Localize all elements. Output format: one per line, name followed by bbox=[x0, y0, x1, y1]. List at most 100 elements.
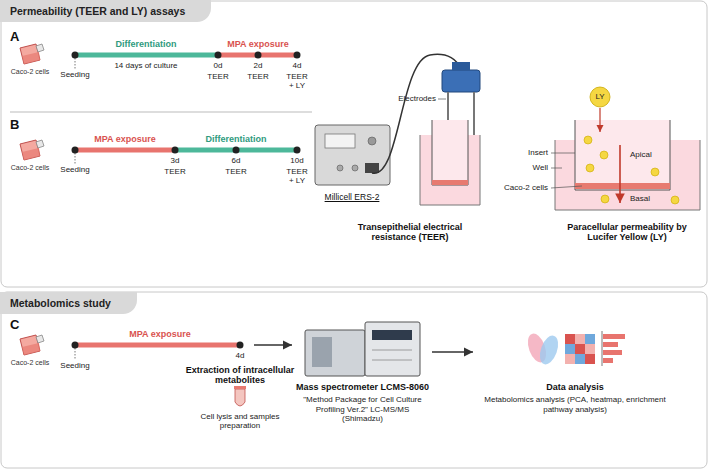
node-title: Permeability (TEER and LY) assays bbox=[10, 5, 185, 17]
analysis-icons bbox=[575, 344, 585, 354]
timeline-a bbox=[215, 52, 222, 59]
time-label: Seeding bbox=[55, 361, 95, 370]
mass-spectrometer-icon bbox=[372, 330, 412, 340]
ly-transwell bbox=[551, 168, 562, 169]
timeline-c bbox=[237, 342, 244, 349]
part-label: Caco-2 cells bbox=[488, 183, 548, 192]
teer-well bbox=[432, 120, 468, 185]
phase-label: MPA exposure bbox=[85, 134, 165, 144]
ly-transwell bbox=[671, 196, 679, 204]
timeline-a bbox=[294, 52, 301, 59]
analysis-icons bbox=[565, 354, 575, 364]
teer-meter bbox=[325, 134, 355, 148]
timeline-b bbox=[233, 147, 240, 154]
time-label: 2d bbox=[247, 61, 269, 70]
mass-spectrometer-icon bbox=[372, 360, 412, 361]
caption-text: Paracellular permeability by Lucifer Yel… bbox=[556, 222, 698, 243]
timeline-c bbox=[75, 343, 240, 348]
electrode-probe bbox=[452, 62, 470, 70]
analysis-icons bbox=[575, 334, 585, 344]
measure-label: TEER + LY bbox=[284, 72, 310, 90]
analysis-icons bbox=[585, 344, 595, 354]
device-label: Millicell ERS-2 bbox=[312, 193, 392, 203]
measure-label: TEER bbox=[220, 167, 252, 176]
phase-label: Differentiation bbox=[101, 39, 191, 49]
teer-meter bbox=[368, 137, 376, 145]
mass-spectrometer-icon bbox=[305, 322, 420, 376]
analysis-icons bbox=[603, 342, 618, 347]
cell-label: Caco-2 cells bbox=[4, 68, 56, 76]
part-label: Electrodes bbox=[380, 94, 436, 103]
cell-label: Caco-2 cells bbox=[4, 164, 56, 172]
step-label: Cell lysis and samples preparation bbox=[190, 412, 290, 430]
ly-transwell bbox=[590, 87, 610, 107]
phase-label: Differentiation bbox=[191, 134, 281, 144]
panel-outline bbox=[10, 112, 312, 113]
teer-well bbox=[420, 120, 480, 205]
node-body: Metabolomics analysis (PCA, heatmap, enr… bbox=[475, 395, 675, 413]
tube-icon bbox=[235, 389, 245, 406]
ly-transwell bbox=[575, 120, 670, 190]
analysis-icons bbox=[602, 331, 603, 366]
analysis-icons bbox=[565, 334, 575, 344]
ly-transwell bbox=[575, 183, 670, 189]
mass-spectrometer-icon bbox=[305, 330, 365, 376]
timeline-c bbox=[20, 335, 44, 355]
analysis-icons bbox=[603, 358, 613, 363]
ly-transwell bbox=[551, 87, 700, 210]
teer-meter bbox=[315, 125, 390, 185]
measure-label: TEER bbox=[242, 72, 274, 81]
step-label: Extraction of intracellular metabolites bbox=[185, 365, 295, 386]
time-label: Seeding bbox=[55, 70, 95, 79]
mass-spectrometer-icon bbox=[365, 322, 420, 376]
timeline-c bbox=[72, 342, 79, 349]
timeline-c bbox=[75, 348, 76, 359]
part-label: Insert bbox=[504, 148, 548, 157]
ly-transwell bbox=[651, 168, 659, 176]
ly-transwell bbox=[619, 145, 621, 203]
time-label: 4d bbox=[286, 61, 308, 70]
part-label: Well bbox=[504, 163, 548, 172]
node-title: Mass spectrometer LCMS-8060 bbox=[295, 382, 430, 392]
side-label: Apical bbox=[630, 150, 668, 159]
timeline-a bbox=[20, 44, 44, 64]
time-label: 3d bbox=[164, 156, 186, 165]
mass-spectrometer-icon bbox=[372, 350, 412, 351]
timeline-b bbox=[175, 148, 297, 153]
analysis-icons bbox=[585, 334, 595, 344]
teer-well bbox=[432, 180, 468, 185]
measure-label: TEER + LY bbox=[284, 167, 310, 185]
teer-meter bbox=[352, 165, 358, 171]
instrument-group: Mass spectrometer LCMS-8060 "Method Packa… bbox=[295, 320, 430, 423]
analysis-icons bbox=[585, 354, 595, 364]
panel-letter: A bbox=[10, 30, 26, 45]
node-title: Data analysis bbox=[475, 382, 675, 392]
timeline-a bbox=[75, 53, 218, 58]
electrode-probe bbox=[438, 99, 446, 100]
timeline-c bbox=[254, 344, 292, 345]
timeline-b bbox=[20, 140, 44, 160]
time-label: 6d bbox=[225, 156, 247, 165]
ly-transwell bbox=[599, 108, 600, 132]
side-label: Basal bbox=[630, 194, 668, 203]
timeline-b bbox=[172, 147, 179, 154]
analysis-group: Data analysisMetabolomics analysis (PCA,… bbox=[475, 320, 675, 414]
teer-meter bbox=[365, 163, 379, 173]
timeline-a bbox=[72, 52, 79, 59]
ly-transwell bbox=[551, 153, 575, 154]
timeline-b bbox=[75, 148, 175, 153]
cell-label: Caco-2 cells bbox=[4, 359, 56, 367]
time-label: Seeding bbox=[55, 165, 95, 174]
timeline-b bbox=[294, 147, 301, 154]
ly-transwell bbox=[586, 164, 594, 172]
analysis-icons bbox=[575, 354, 585, 364]
analysis-icons bbox=[524, 331, 625, 367]
phase-label: MPA exposure bbox=[120, 329, 200, 339]
node-body: "Method Package for Cell Culture Profili… bbox=[295, 395, 430, 423]
ly-transwell bbox=[601, 195, 609, 203]
tracer-label: LY bbox=[590, 92, 610, 101]
teer-meter bbox=[337, 165, 343, 171]
tube-icon bbox=[234, 386, 246, 389]
timeline-a bbox=[75, 58, 76, 69]
